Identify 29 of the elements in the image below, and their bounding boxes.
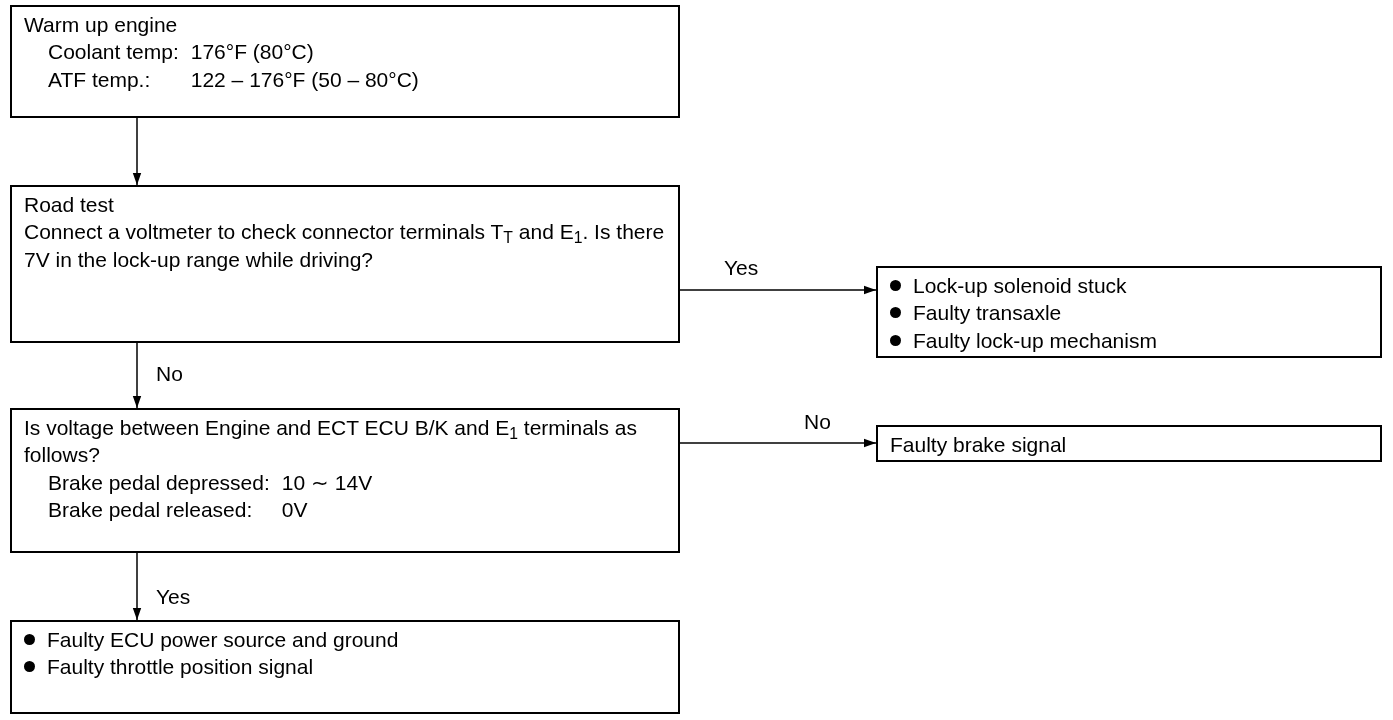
arrow bbox=[132, 552, 142, 621]
parameter-label: Coolant temp: bbox=[48, 39, 179, 66]
parameter-value: 122 – 176°F (50 – 80°C) bbox=[190, 66, 420, 93]
arrow bbox=[132, 117, 142, 186]
result-text: Faulty ECU power source and ground bbox=[47, 627, 399, 653]
step-text: Connect a voltmeter to check connector terminals T$_{T}$ and E$_{1}$. Is there 7V in the lock-up range while driving? bbox=[24, 219, 666, 273]
result-text: Faulty throttle position signal bbox=[47, 654, 314, 681]
arrow bbox=[679, 438, 877, 448]
step-text: Warm up engine bbox=[24, 12, 179, 38]
step-box bbox=[10, 185, 680, 343]
result-text: Faulty lock-up mechanism bbox=[913, 327, 1157, 354]
result-text: Faulty transaxle bbox=[913, 300, 1062, 327]
step-box bbox=[10, 5, 680, 118]
step-box bbox=[10, 408, 680, 553]
step-text: Faulty brake signal bbox=[890, 432, 1068, 458]
step-heading: Road test bbox=[24, 192, 115, 218]
parameter-label: ATF temp.: bbox=[48, 66, 152, 93]
step-box bbox=[10, 620, 680, 714]
step-box bbox=[876, 425, 1382, 462]
parameter-label: Brake pedal depressed: bbox=[48, 469, 270, 496]
parameter-value: 0V bbox=[281, 496, 309, 523]
parameter-label: Brake pedal released: bbox=[48, 496, 254, 523]
result-text: Lock-up solenoid stuck bbox=[913, 273, 1127, 299]
step-text: Is voltage between Engine and ECT ECU B/K and E$_{1}$ terminals as follows? bbox=[24, 415, 639, 469]
parameter-value: 10 ∼ 14V bbox=[281, 469, 374, 496]
step-box bbox=[876, 266, 1382, 358]
arrow bbox=[132, 342, 142, 409]
parameter-value: 176°F (80°C) bbox=[190, 39, 315, 66]
arrow bbox=[679, 285, 877, 295]
